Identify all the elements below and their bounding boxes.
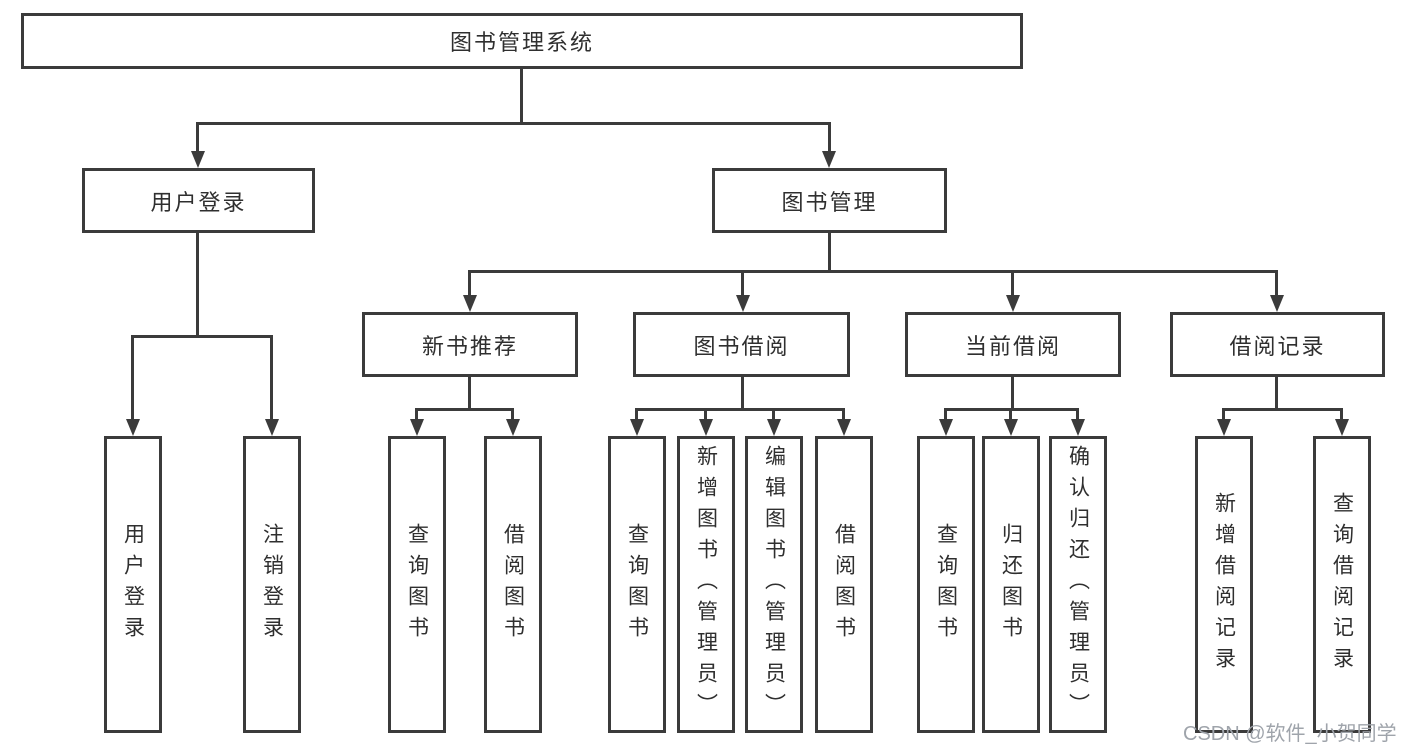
arrow-down-icon	[767, 419, 781, 436]
arrow-down-icon	[822, 151, 836, 168]
connector-stem	[635, 408, 638, 422]
leaf-label: 查询图书	[625, 522, 649, 647]
leaf-borrow-books-recommend: 借阅图书	[484, 436, 542, 733]
connector-stem	[511, 408, 514, 422]
connector-stem	[1340, 408, 1343, 422]
node-new-book-recommend: 新书推荐	[362, 312, 578, 377]
connector-book-mgmt-stub	[828, 233, 831, 273]
arrow-down-icon	[1270, 295, 1284, 312]
node-book-management: 图书管理	[712, 168, 947, 233]
arrow-down-icon	[939, 419, 953, 436]
arrow-down-icon	[191, 151, 205, 168]
connector-stem	[1011, 270, 1014, 298]
arrow-down-icon	[1006, 295, 1020, 312]
arrow-down-icon	[265, 419, 279, 436]
connector-stem	[1222, 408, 1225, 422]
connector-stub	[741, 377, 744, 411]
arrow-down-icon	[630, 419, 644, 436]
node-borrow-records: 借阅记录	[1170, 312, 1385, 377]
connector-stem	[828, 122, 831, 154]
connector-bus-user-login	[131, 335, 273, 338]
node-user-login: 用户登录	[82, 168, 315, 233]
arrow-down-icon	[463, 295, 477, 312]
arrow-down-icon	[837, 419, 851, 436]
arrow-down-icon	[1335, 419, 1349, 436]
connector-stem	[842, 408, 845, 422]
leaf-label: 注销登录	[260, 522, 284, 647]
connector-stub	[468, 377, 471, 411]
arrow-down-icon	[1004, 419, 1018, 436]
leaf-label: 归还图书	[999, 522, 1023, 647]
connector-bus-borrow	[635, 408, 845, 411]
leaf-label: 新增借阅记录	[1212, 491, 1236, 678]
leaf-label: 查询借阅记录	[1330, 491, 1354, 678]
leaf-user-login: 用户登录	[104, 436, 162, 733]
connector-stem	[270, 335, 273, 423]
connector-bus-current	[944, 408, 1079, 411]
leaf-add-books-admin: 新增图书（管理员）	[677, 436, 735, 733]
arrow-down-icon	[506, 419, 520, 436]
leaf-query-books-recommend: 查询图书	[388, 436, 446, 733]
connector-bus-level2	[196, 122, 831, 125]
leaf-label: 确认归还（管理员）	[1066, 445, 1090, 724]
connector-bus-records	[1222, 408, 1343, 411]
leaf-query-borrow-record: 查询借阅记录	[1313, 436, 1371, 733]
leaf-label: 查询图书	[405, 522, 429, 647]
arrow-down-icon	[699, 419, 713, 436]
connector-stem	[131, 335, 134, 423]
arrow-down-icon	[1071, 419, 1085, 436]
connector-stem	[944, 408, 947, 422]
connector-user-login-stub	[196, 233, 199, 338]
connector-stem	[196, 122, 199, 154]
arrow-down-icon	[736, 295, 750, 312]
connector-stem	[1076, 408, 1079, 422]
connector-bus-level3	[468, 270, 1278, 273]
leaf-confirm-return-admin: 确认归还（管理员）	[1049, 436, 1107, 733]
leaf-query-books-current: 查询图书	[917, 436, 975, 733]
node-current-borrow: 当前借阅	[905, 312, 1121, 377]
leaf-logout: 注销登录	[243, 436, 301, 733]
leaf-borrow-books: 借阅图书	[815, 436, 873, 733]
leaf-label: 借阅图书	[501, 522, 525, 647]
leaf-label: 查询图书	[934, 522, 958, 647]
connector-root-stub	[520, 69, 523, 125]
node-system-root: 图书管理系统	[21, 13, 1023, 69]
leaf-label: 编辑图书（管理员）	[762, 445, 786, 724]
csdn-watermark: CSDN @软件_小贺同学	[1183, 723, 1397, 745]
connector-bus-recommend	[415, 408, 514, 411]
leaf-label: 借阅图书	[832, 522, 856, 647]
connector-stub	[1275, 377, 1278, 411]
connector-stem	[704, 408, 707, 422]
leaf-return-books: 归还图书	[982, 436, 1040, 733]
leaf-add-borrow-record: 新增借阅记录	[1195, 436, 1253, 733]
leaf-label: 用户登录	[121, 522, 145, 647]
connector-stem	[1009, 408, 1012, 422]
arrow-down-icon	[1217, 419, 1231, 436]
connector-stem	[741, 270, 744, 298]
leaf-label: 新增图书（管理员）	[694, 445, 718, 724]
connector-stem	[772, 408, 775, 422]
leaf-edit-books-admin: 编辑图书（管理员）	[745, 436, 803, 733]
connector-stem	[1275, 270, 1278, 298]
node-book-borrow: 图书借阅	[633, 312, 850, 377]
arrow-down-icon	[126, 419, 140, 436]
connector-stub	[1011, 377, 1014, 411]
connector-stem	[468, 270, 471, 298]
connector-stem	[415, 408, 418, 422]
arrow-down-icon	[410, 419, 424, 436]
leaf-query-books-borrow: 查询图书	[608, 436, 666, 733]
